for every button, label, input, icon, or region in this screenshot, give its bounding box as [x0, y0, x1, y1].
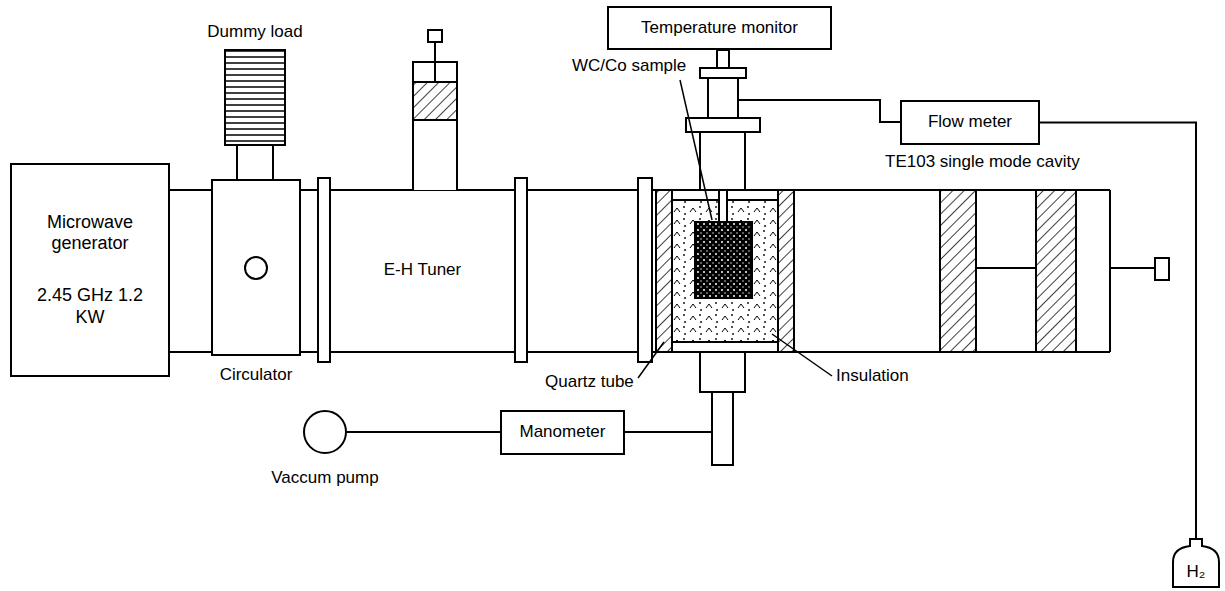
node-text: Manometer: [520, 422, 606, 442]
part-label: WC/Co sample: [572, 56, 686, 76]
process-box: Flow meter: [900, 100, 1040, 145]
leader-line: [638, 342, 664, 378]
bottom-tube: [700, 352, 745, 392]
bottom-tube: [712, 392, 733, 465]
component-node: Circulator: [200, 180, 312, 385]
thermocouple: [719, 190, 727, 222]
flange: [318, 178, 330, 362]
node-text: H₂: [1187, 562, 1206, 582]
part-label: TE103 single mode cavity: [885, 152, 1080, 172]
flange: [638, 178, 652, 362]
top-cap: [700, 68, 746, 78]
dummy-load-arm: [237, 145, 273, 180]
plunger: [940, 190, 976, 352]
top-tube: [708, 78, 738, 118]
quartz-tube-wall: [778, 190, 794, 352]
cavity: [625, 50, 1169, 465]
process-box: Manometer: [500, 410, 625, 455]
part-label: Quartz tube: [545, 372, 634, 392]
node-text: E-H Tuner: [384, 260, 461, 280]
leader-line: [772, 334, 832, 376]
quartz-tube-wall: [656, 190, 672, 352]
cavity-end: [1109, 190, 1111, 352]
node-text: Vaccum pump: [271, 468, 378, 488]
top-collar: [686, 118, 760, 132]
leader-line: [680, 80, 712, 220]
flange: [515, 178, 527, 362]
pipe-connector: [347, 431, 500, 433]
part-label: Insulation: [836, 366, 909, 386]
tuner-knob: [428, 30, 442, 42]
wc-co-sample: [695, 222, 752, 298]
node-text: Dummy load: [207, 22, 302, 42]
node-text: 2.45 GHz 1.2 KW: [35, 285, 145, 328]
node-text: Temperature monitor: [641, 18, 798, 38]
component-node: E-H Tuner: [335, 250, 510, 290]
vacuum-line: [625, 431, 712, 433]
circulator-symbol: [245, 257, 267, 279]
plunger: [1036, 190, 1076, 352]
gas-line: [738, 100, 900, 122]
component-node: Dummy load: [190, 22, 320, 146]
tuner-rod: [434, 42, 436, 82]
dummy-load-body: [225, 50, 285, 145]
process-box: Temperature monitor: [607, 6, 832, 50]
tuner-stub: [413, 82, 457, 120]
circle-outline: [303, 410, 347, 454]
pipe-connector: [1040, 123, 1196, 539]
node-text: Microwave generator: [35, 212, 145, 255]
leader-lines: [638, 80, 832, 378]
component-node: H₂: [1172, 538, 1220, 588]
sensor-stem: [717, 50, 729, 68]
plunger-rod: [1110, 267, 1155, 269]
waveguide: [170, 30, 640, 362]
component-node: Vaccum pump: [303, 410, 347, 454]
plunger-knob: [1155, 258, 1169, 280]
gas-cylinder: [1173, 539, 1219, 587]
process-box: Microwave generator 2.45 GHz 1.2 KW: [10, 163, 170, 377]
top-tube: [700, 132, 745, 190]
circulator-body: [212, 180, 300, 355]
node-text: Flow meter: [928, 112, 1012, 132]
node-text: Circulator: [220, 365, 293, 385]
pump-symbol: [304, 411, 346, 453]
plunger-rod: [976, 267, 1036, 269]
